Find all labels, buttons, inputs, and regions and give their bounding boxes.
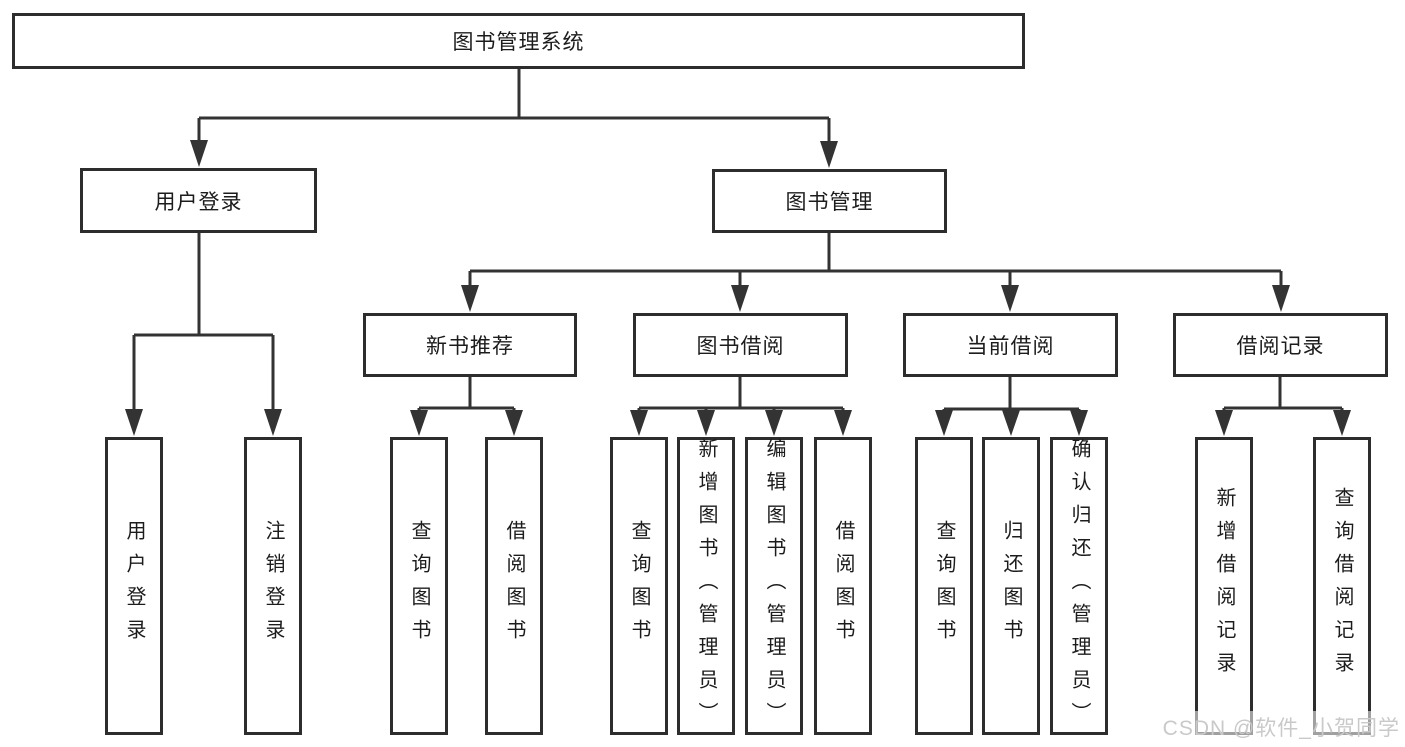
leaf-query-books-borrow: 查询图书 [610,437,668,735]
leaf-borrow-books-recommend: 借阅图书 [485,437,543,735]
leaf-add-books-admin: 新增图书（管理员） [677,437,735,735]
node-current-borrow: 当前借阅 [903,313,1118,377]
node-label: 用户登录 [123,520,145,652]
node-label: 确认归还（管理员） [1068,437,1090,735]
node-book-management: 图书管理 [712,169,947,233]
leaf-user-login: 用户登录 [105,437,163,735]
node-label: 借阅记录 [1236,335,1325,358]
connector-book-borrow-to-leaves [630,377,852,436]
node-label: 查询图书 [408,520,430,652]
connector-borrow-records-to-leaves [1215,377,1351,436]
leaf-query-books-recommend: 查询图书 [390,437,448,735]
node-borrow-records: 借阅记录 [1173,313,1388,377]
node-label: 当前借阅 [966,335,1055,358]
connector-book-mgmt-to-level3 [461,233,1290,312]
node-label: 用户登录 [154,190,243,214]
node-label: 编辑图书（管理员） [763,437,785,735]
node-label: 图书管理 [785,191,874,214]
leaf-query-borrow-record: 查询借阅记录 [1313,437,1371,735]
node-new-book-recommend: 新书推荐 [363,313,577,377]
node-label: 查询图书 [628,520,650,652]
connector-root-to-level2 [190,69,838,168]
node-label: 查询借阅记录 [1331,487,1353,685]
node-label: 新增图书（管理员） [695,437,717,735]
node-user-login: 用户登录 [80,168,317,233]
node-label: 图书管理系统 [452,31,585,54]
node-label: 归还图书 [1000,520,1022,652]
node-label: 注销登录 [262,520,284,652]
node-label: 借阅图书 [832,520,854,652]
leaf-edit-books-admin: 编辑图书（管理员） [745,437,803,735]
connector-user-login-to-leaves [125,233,282,436]
node-label: 查询图书 [933,520,955,652]
csdn-watermark: CSDN @软件_小贺同学 [1160,711,1402,743]
connector-current-borrow-to-leaves [935,377,1088,436]
leaf-add-borrow-record: 新增借阅记录 [1195,437,1253,735]
leaf-borrow-books: 借阅图书 [814,437,872,735]
node-label: 借阅图书 [503,520,525,652]
connector-new-book-to-leaves [410,377,523,436]
node-label: 图书借阅 [696,335,785,358]
node-book-borrow: 图书借阅 [633,313,848,377]
leaf-query-books-current: 查询图书 [915,437,973,735]
node-label: 新书推荐 [426,335,514,358]
leaf-confirm-return-admin: 确认归还（管理员） [1050,437,1108,735]
node-root-library-system: 图书管理系统 [12,13,1025,69]
leaf-logout: 注销登录 [244,437,302,735]
node-label: 新增借阅记录 [1213,487,1235,685]
leaf-return-books: 归还图书 [982,437,1040,735]
